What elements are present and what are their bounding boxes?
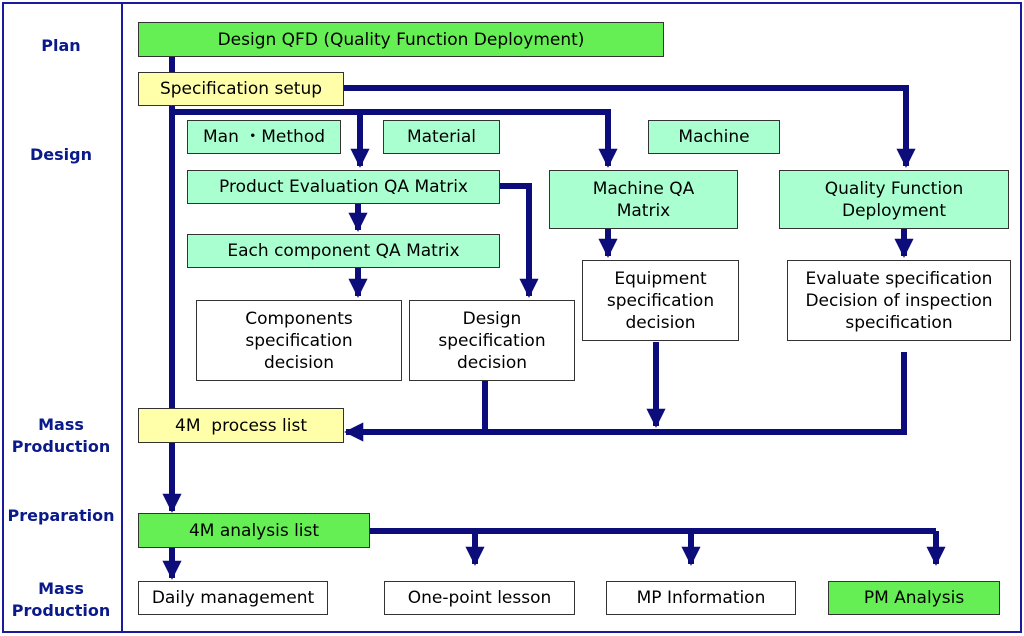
man-method-box: Man ・Method xyxy=(187,120,341,154)
one-point-lesson-box: One-point lesson xyxy=(384,581,575,615)
arrow-product-to-design xyxy=(500,183,539,298)
4m-process-list-box: 4M process list xyxy=(138,408,344,443)
each-component-qa-matrix-box: Each component QA Matrix xyxy=(187,234,500,268)
machine-box: Machine xyxy=(648,120,780,154)
pm-analysis-box: PM Analysis xyxy=(828,581,1000,615)
stage-plan: Plan xyxy=(41,36,81,55)
daily-management-box: Daily management xyxy=(138,581,328,615)
design-qfd-box: Design QFD (Quality Function Deployment) xyxy=(138,22,664,57)
arrow-return-to-process xyxy=(344,352,907,442)
arrow-spec-to-qfd xyxy=(343,85,916,168)
mp-information-box: MP Information xyxy=(606,581,796,615)
stage-preparation: Preparation xyxy=(7,506,115,525)
spec-setup-box: Specification setup xyxy=(138,72,344,106)
product-eval-qa-matrix-box: Product Evaluation QA Matrix xyxy=(187,170,500,204)
stage-design: Design xyxy=(30,145,92,164)
4m-analysis-list-box: 4M analysis list xyxy=(138,513,370,548)
arrow-branch xyxy=(172,109,618,168)
material-box: Material xyxy=(383,120,500,154)
